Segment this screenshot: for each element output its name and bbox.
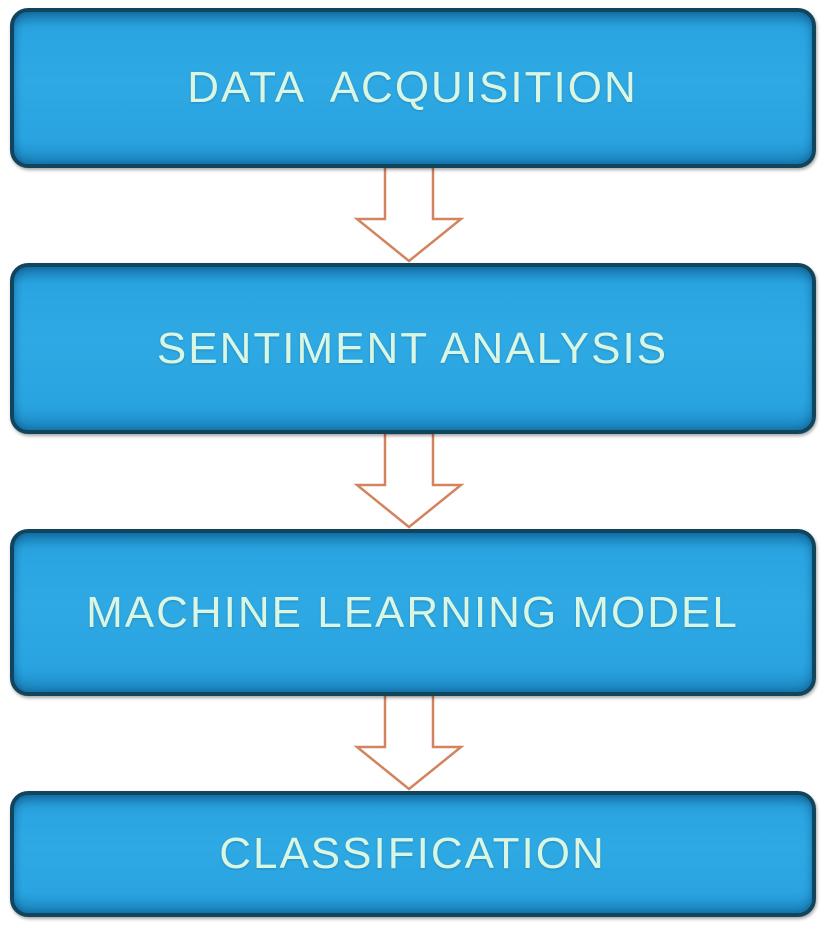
step-label-classification: CLASSIFICATION — [219, 829, 606, 878]
step-box-data-acquisition: DATA ACQUISITION — [9, 8, 816, 168]
step-label-data-acquisition: DATA ACQUISITION — [187, 63, 638, 112]
connector-1 — [352, 166, 465, 263]
connector-2 — [352, 432, 465, 529]
step-box-machine-learning-model: MACHINE LEARNING MODEL — [9, 529, 816, 696]
down-arrow-icon — [352, 166, 465, 263]
down-arrow-icon — [352, 432, 465, 529]
step-box-sentiment-analysis: SENTIMENT ANALYSIS — [9, 263, 816, 434]
down-arrow-icon — [352, 694, 465, 791]
connector-3 — [352, 694, 465, 791]
step-box-classification: CLASSIFICATION — [9, 791, 816, 917]
step-label-machine-learning-model: MACHINE LEARNING MODEL — [86, 587, 739, 637]
step-label-sentiment-analysis: SENTIMENT ANALYSIS — [156, 323, 669, 373]
